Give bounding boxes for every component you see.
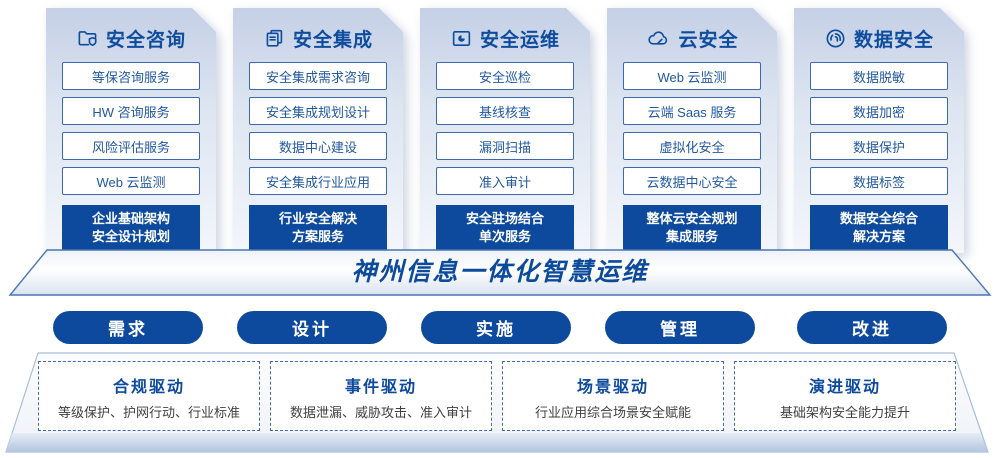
column-header: 安全运维 [450,24,560,52]
driver-title: 合规驱动 [112,379,185,396]
service-card: 安全运维 安全巡检 基线核查 漏洞扫描 准入审计 安全驻场结合 单次服务 [420,8,590,253]
column-header: 安全集成 [263,24,373,52]
driver-title: 场景驱动 [576,379,649,396]
service-item: HW 咨询服务 [62,97,200,125]
service-item: 安全集成需求咨询 [249,62,387,90]
process-pill-requirement: 需求 [53,311,203,344]
column-footer: 行业安全解决 方案服务 [249,205,387,251]
cloud-icon [645,27,671,50]
column-title: 云安全 [678,29,739,51]
service-item: 风险评估服务 [62,132,200,160]
column-footer: 整体云安全规划 集成服务 [623,205,761,251]
service-column-operations: 安全运维 安全巡检 基线核查 漏洞扫描 准入审计 安全驻场结合 单次服务 [420,8,590,253]
service-item: 基线核查 [436,97,574,125]
service-card: 数据安全 数据脱敏 数据加密 数据保护 数据标签 数据安全综合 解决方案 [794,8,964,253]
service-item: 数据保护 [810,132,948,160]
service-item: 数据标签 [810,167,948,195]
column-title: 安全集成 [292,29,373,51]
service-item: 等保咨询服务 [62,62,200,90]
service-column-data: 数据安全 数据脱敏 数据加密 数据保护 数据标签 数据安全综合 解决方案 [794,8,964,253]
column-footer: 数据安全综合 解决方案 [810,205,948,251]
driver-subtitle: 行业应用综合场景安全赋能 [534,405,691,420]
service-item: Web 云监测 [62,167,200,195]
service-item: 云数据中心安全 [623,167,761,195]
column-title: 安全运维 [479,29,560,51]
service-column-consulting: 安全咨询 等保咨询服务 HW 咨询服务 风险评估服务 Web 云监测 企业基础架… [46,8,216,253]
column-title: 安全咨询 [105,29,186,51]
process-pill-implement: 实施 [421,311,571,344]
documents-icon [263,27,286,50]
service-card: 云安全 Web 云监测 云端 Saas 服务 虚拟化安全 云数据中心安全 整体云… [607,8,777,253]
column-header: 云安全 [645,24,738,52]
driver-box-evolution: 演进驱动 基础架构安全能力提升 [734,361,956,431]
driver-title: 事件驱动 [344,379,417,396]
banner-shape [8,249,992,296]
driver-box-scenario: 场景驱动 行业应用综合场景安全赋能 [502,361,724,431]
column-title: 数据安全 [853,29,934,51]
driver-box-compliance: 合规驱动 等级保护、护网行动、行业标准 [38,361,260,431]
service-item: 准入审计 [436,167,574,195]
service-item: 安全集成规划设计 [249,97,387,125]
service-item: 漏洞扫描 [436,132,574,160]
service-item: Web 云监测 [623,62,761,90]
monitor-pie-icon [450,27,473,50]
driver-box-incident: 事件驱动 数据泄漏、威胁攻击、准入审计 [270,361,492,431]
column-footer: 企业基础架构 安全设计规划 [62,205,200,251]
service-item: 虚拟化安全 [623,132,761,160]
service-item: 数据中心建设 [249,132,387,160]
service-card: 安全集成 安全集成需求咨询 安全集成规划设计 数据中心建设 安全集成行业应用 行… [233,8,403,253]
folder-shield-icon [76,27,99,50]
fingerprint-icon [824,27,847,50]
driver-subtitle: 等级保护、护网行动、行业标准 [57,405,240,420]
driver-subtitle: 数据泄漏、威胁攻击、准入审计 [289,405,472,420]
service-column-cloud: 云安全 Web 云监测 云端 Saas 服务 虚拟化安全 云数据中心安全 整体云… [607,8,777,253]
service-card: 安全咨询 等保咨询服务 HW 咨询服务 风险评估服务 Web 云监测 企业基础架… [46,8,216,253]
process-pill-design: 设计 [237,311,387,344]
driver-title: 演进驱动 [808,379,881,396]
driver-subtitle: 基础架构安全能力提升 [779,405,910,420]
process-pill-improve: 改进 [797,311,947,344]
column-header: 数据安全 [824,24,934,52]
service-column-integration: 安全集成 安全集成需求咨询 安全集成规划设计 数据中心建设 安全集成行业应用 行… [233,8,403,253]
process-pill-manage: 管理 [605,311,755,344]
service-item: 数据脱敏 [810,62,948,90]
banner-title: 神州信息一体化智慧运维 [351,258,649,286]
column-header: 安全咨询 [76,24,186,52]
service-item: 数据加密 [810,97,948,125]
service-item: 云端 Saas 服务 [623,97,761,125]
service-item: 安全巡检 [436,62,574,90]
service-item: 安全集成行业应用 [249,167,387,195]
column-footer: 安全驻场结合 单次服务 [436,205,574,251]
